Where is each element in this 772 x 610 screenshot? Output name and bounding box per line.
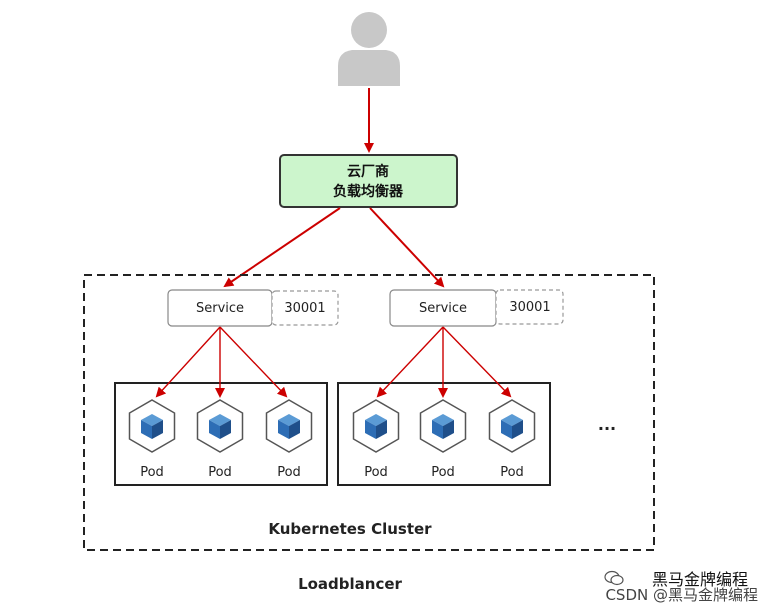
load-balancer-line1: 云厂商: [347, 163, 389, 180]
watermark-line2: CSDN @黑马金牌编程: [605, 586, 758, 604]
pod-icon: [196, 399, 244, 453]
pod-icon: [488, 399, 536, 453]
pod-label: Pod: [431, 465, 455, 480]
pod-label: Pod: [140, 465, 164, 480]
pod-label: Pod: [208, 465, 232, 480]
port-label-2: 30001: [509, 300, 550, 315]
port-box-1: [271, 290, 339, 326]
port-box-2: [495, 289, 564, 325]
load-balancer-line2: 负载均衡器: [333, 183, 404, 200]
arrow-service1-pod3: [219, 326, 288, 398]
arrow-service2-pod3: [442, 326, 512, 398]
arrow-lb-to-service-2: [369, 207, 445, 288]
kubernetes-cluster-border: [83, 274, 655, 551]
service-label-2: Service: [419, 301, 467, 316]
arrow-service2-pod1: [376, 326, 444, 398]
pod-icon: [419, 399, 467, 453]
arrow-service1-pod1: [155, 326, 221, 398]
port-label-1: 30001: [284, 301, 325, 316]
service-label-1: Service: [196, 301, 244, 316]
arrow-lb-to-service-1: [223, 207, 341, 288]
load-balancer-box: [279, 154, 458, 208]
diagram-caption: Loadblancer: [298, 575, 402, 593]
pod-label: Pod: [500, 465, 524, 480]
user-icon: [338, 12, 400, 86]
pod-icon: [265, 399, 313, 453]
pod-icon: [352, 399, 400, 453]
pod-label: Pod: [364, 465, 388, 480]
more-groups-ellipsis: ...: [598, 415, 616, 434]
cluster-label: Kubernetes Cluster: [268, 520, 432, 538]
pod-label: Pod: [277, 465, 301, 480]
wechat-icon: [604, 570, 624, 586]
watermark-line1: 黑马金牌编程: [651, 570, 748, 589]
pod-icon: [128, 399, 176, 453]
